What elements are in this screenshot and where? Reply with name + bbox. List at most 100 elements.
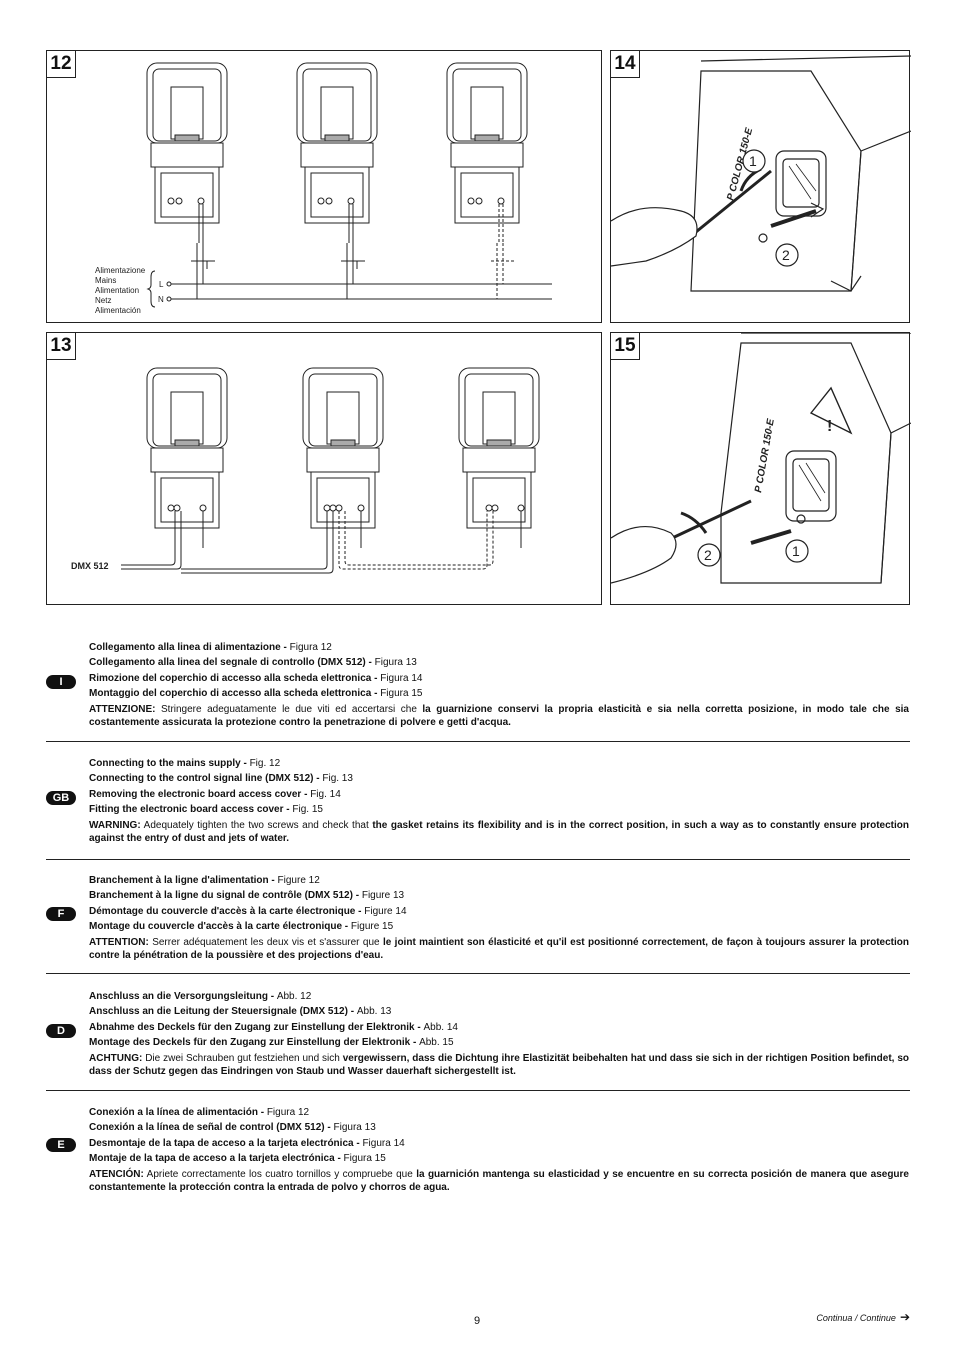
item-title: Abnahme des Deckels für den Zugang zur E… — [89, 1021, 424, 1033]
item-title: Connecting to the control signal line (D… — [89, 773, 323, 785]
item-ref: Figure 13 — [361, 890, 405, 902]
item-ref: Figura 12 — [289, 642, 332, 653]
item-ref: Abb. 14 — [423, 1021, 458, 1033]
divider — [46, 741, 910, 742]
figure-13-drawing: DMX 512 — [71, 367, 540, 574]
warning-paragraph: ATENCIÓN: Apriete correctamente los cuat… — [89, 1168, 909, 1194]
item-ref: Abb. 13 — [356, 1006, 392, 1018]
item-line: Desmontaje de la tapa de acceso a la tar… — [89, 1136, 909, 1151]
item-title: Montage du couvercle d'accès à la carte … — [89, 921, 351, 933]
item-title: Collegamento alla linea di alimentazione… — [89, 642, 290, 653]
item-ref: Fig. 14 — [310, 788, 341, 800]
page-number: 9 — [473, 1315, 481, 1327]
item-ref: Fig. 15 — [292, 804, 323, 816]
item-title: Collegamento alla linea del segnale di c… — [89, 657, 375, 669]
item-line: Removing the electronic board access cov… — [89, 787, 909, 802]
section-lines: Conexión a la línea de alimentación - Fi… — [89, 1105, 909, 1194]
lang-badge: D — [46, 1024, 76, 1038]
warning-label: ACHTUNG: — [89, 1052, 143, 1064]
figure-14-drawing: P COLOR 150-E 1 2 — [611, 55, 911, 292]
section-german: D Anschluss an die Versorgungsleitung - … — [46, 989, 910, 1091]
item-ref: Fig. 12 — [249, 758, 281, 769]
item-line: Branchement à la ligne d'alimentation - … — [89, 873, 909, 888]
section-italian: I Collegamento alla linea di alimentazio… — [46, 640, 910, 742]
warning-bold: vergewissern, dass die Dichtung ihre Ela… — [89, 1052, 909, 1077]
item-title: Montaje de la tapa de acceso a la tarjet… — [89, 1153, 344, 1165]
fixture-2 — [302, 367, 384, 548]
item-title: Rimozione del coperchio di accesso alla … — [89, 672, 381, 684]
continue-note: Continua / Continue➔ — [816, 1310, 910, 1324]
warning-label: ATENCIÓN: — [89, 1168, 144, 1180]
supply-label-0: Alimentazione — [95, 266, 146, 275]
lang-badge: I — [46, 675, 76, 689]
item-title: Removing the electronic board access cov… — [89, 788, 311, 800]
section-english: GB Connecting to the mains supply - Fig.… — [46, 756, 910, 860]
section-french: F Branchement à la ligne d'alimentation … — [46, 873, 910, 974]
fixture-1 — [146, 62, 228, 243]
warning-paragraph: ACHTUNG: Die zwei Schrauben gut festzieh… — [89, 1052, 909, 1078]
supply-label-4: Alimentación — [95, 306, 141, 315]
warning-paragraph: WARNING: Adequately tighten the two scre… — [89, 819, 909, 845]
item-ref: Figura 13 — [333, 1122, 376, 1134]
figure-15-drawing: P COLOR 150-E ! 1 2 — [611, 333, 911, 584]
item-ref: Figure 12 — [277, 875, 320, 886]
figure-14-number: 14 — [611, 51, 640, 78]
item-ref: Abb. 15 — [419, 1037, 454, 1049]
figure-13: DMX 512 13 — [46, 332, 602, 605]
warning-label: ATTENTION: — [89, 936, 149, 948]
item-ref: Figura 15 — [343, 1153, 386, 1165]
warning-text: Die zwei Schrauben gut festziehen und si… — [142, 1052, 343, 1064]
warning-text: Apriete correctamente los cuatro tornill… — [143, 1168, 417, 1180]
item-line: Rimozione del coperchio di accesso alla … — [89, 671, 909, 686]
item-line: Abnahme des Deckels für den Zugang zur E… — [89, 1020, 909, 1035]
item-title: Anschluss an die Versorgungsleitung - — [89, 991, 277, 1002]
callout-1: 1 — [792, 543, 800, 559]
warning-bold: la guarnizione conservi la propria elast… — [89, 703, 909, 728]
warning-paragraph: ATTENZIONE: Stringere adeguatamente le d… — [89, 703, 909, 729]
callout-2: 2 — [782, 247, 790, 263]
warning-text: Stringere adeguatamente le due viti ed a… — [155, 703, 423, 715]
figure-13-number: 13 — [47, 333, 76, 360]
divider — [46, 1090, 910, 1091]
figure-15-number: 15 — [611, 333, 640, 360]
item-line: Connecting to the mains supply - Fig. 12 — [89, 756, 909, 771]
section-lines: Branchement à la ligne d'alimentation - … — [89, 873, 909, 962]
arrow-right-icon: ➔ — [899, 1310, 910, 1324]
item-ref: Figura 14 — [362, 1137, 405, 1149]
item-line: Fitting the electronic board access cove… — [89, 802, 909, 817]
fixture-2 — [296, 62, 378, 243]
item-line: Anschluss an die Leitung der Steuersigna… — [89, 1004, 909, 1019]
item-line: Connecting to the control signal line (D… — [89, 771, 909, 786]
callout-1: 1 — [749, 153, 757, 169]
item-title: Desmontaje de la tapa de acceso a la tar… — [89, 1137, 363, 1149]
item-title: Connecting to the mains supply - — [89, 758, 250, 769]
item-ref: Figura 13 — [374, 657, 417, 669]
warning-symbol: ! — [827, 418, 832, 435]
item-line: Montage du couvercle d'accès à la carte … — [89, 919, 909, 934]
item-line: Conexión a la línea de alimentación - Fi… — [89, 1105, 909, 1120]
warning-bold: le joint maintient son élasticité et qu'… — [89, 936, 909, 961]
warning-paragraph: ATTENTION: Serrer adéquatement les deux … — [89, 936, 909, 962]
lang-badge: F — [46, 907, 76, 921]
divider — [46, 973, 910, 974]
fixture-3 — [446, 62, 528, 243]
item-ref: Fig. 13 — [322, 773, 353, 785]
figure-14: P COLOR 150-E 1 2 14 — [610, 50, 911, 323]
figure-15: P COLOR 150-E ! 1 2 15 — [610, 332, 911, 605]
figure-12: Alimentazione Mains Alimentation Netz Al… — [46, 50, 602, 323]
item-title: Conexión a la línea de alimentación - — [89, 1107, 267, 1118]
item-line: Montaje de la tapa de acceso a la tarjet… — [89, 1151, 909, 1166]
item-title: Démontage du couvercle d'accès à la cart… — [89, 905, 365, 917]
item-ref: Figura 12 — [266, 1107, 310, 1118]
item-line: Branchement à la ligne du signal de cont… — [89, 888, 909, 903]
item-title: Anschluss an die Leitung der Steuersigna… — [89, 1006, 357, 1018]
item-line: Collegamento alla linea del segnale di c… — [89, 655, 909, 670]
warning-label: WARNING: — [89, 819, 141, 831]
item-line: Conexión a la línea de señal de control … — [89, 1120, 909, 1135]
item-ref: Figura 14 — [380, 672, 423, 684]
item-title: Branchement à la ligne du signal de cont… — [89, 890, 362, 902]
item-ref: Figure 15 — [350, 921, 394, 933]
item-line: Montage des Deckels für den Zugang zur E… — [89, 1035, 909, 1050]
line-n-label: N — [158, 295, 164, 304]
section-lines: Connecting to the mains supply - Fig. 12… — [89, 756, 909, 845]
